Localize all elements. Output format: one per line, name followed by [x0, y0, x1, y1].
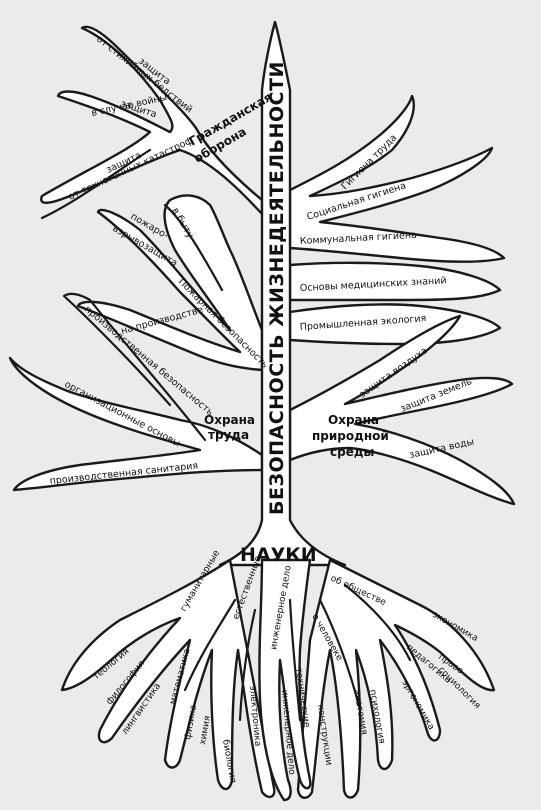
label-labor-protection-1: Охрана: [204, 413, 255, 427]
label-nature-2: природной: [312, 429, 389, 443]
label-nature-1: Охрана: [328, 413, 379, 427]
label-labor-protection-2: труда: [208, 428, 249, 442]
diagram-title: БЕЗОПАСНОСТЬ ЖИЗНЕДЕЯТЕЛЬНОСТИ: [266, 61, 288, 515]
branch-fire-safety: [78, 195, 262, 370]
label-nature-3: среды: [330, 445, 374, 459]
label-chemistry: химия: [198, 715, 213, 746]
